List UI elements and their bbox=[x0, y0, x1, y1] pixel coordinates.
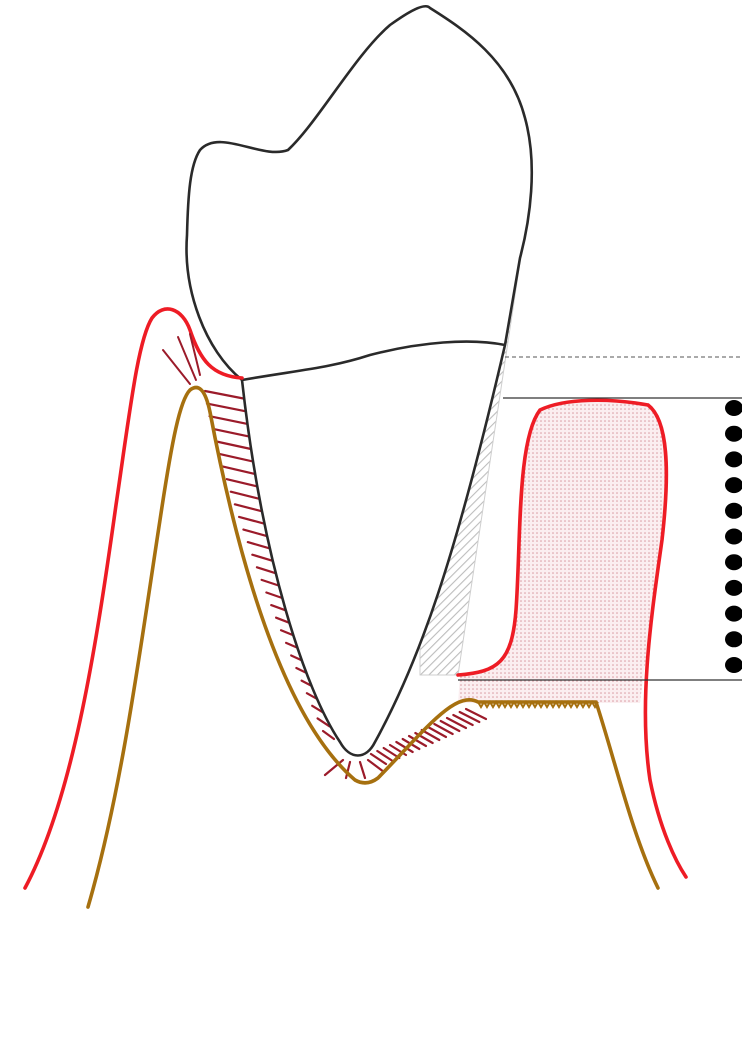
ligament-fiber bbox=[223, 467, 258, 475]
probe-mark bbox=[725, 580, 742, 596]
ligament-fiber bbox=[205, 391, 246, 399]
ligament-fiber bbox=[210, 416, 249, 424]
probe-mark bbox=[725, 400, 742, 416]
bone-crest-serration bbox=[478, 702, 598, 707]
tooth-outline bbox=[187, 6, 532, 755]
probe-mark bbox=[725, 529, 742, 545]
probe-mark bbox=[725, 606, 742, 622]
ligament-fiber bbox=[219, 454, 255, 462]
probe-mark bbox=[725, 657, 742, 673]
probe-scale-icon bbox=[725, 400, 742, 673]
probe-mark bbox=[725, 631, 742, 647]
ligament-fiber bbox=[213, 429, 251, 437]
probe-mark bbox=[725, 554, 742, 570]
probe-mark bbox=[725, 426, 742, 442]
probe-mark bbox=[725, 503, 742, 519]
probe-mark bbox=[725, 477, 742, 493]
ligament-fiber bbox=[360, 762, 365, 778]
ligament-fiber bbox=[207, 404, 247, 412]
probe-mark bbox=[725, 451, 742, 467]
gingiva-left bbox=[25, 309, 242, 888]
ligament-fiber bbox=[216, 441, 253, 449]
